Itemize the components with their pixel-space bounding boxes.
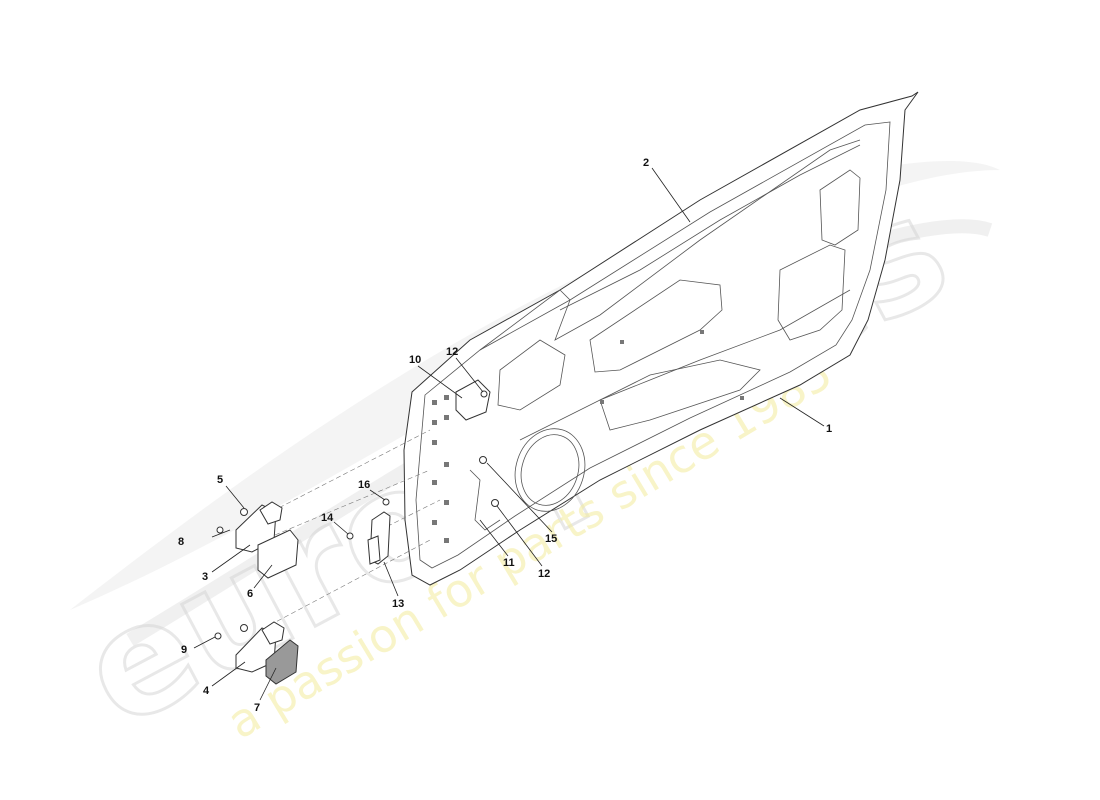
callout-15: 15 [545, 533, 557, 545]
callout-5: 5 [217, 474, 223, 486]
bolt-8 [216, 526, 224, 534]
callout-6: 6 [247, 588, 253, 600]
bolt-15 [479, 456, 487, 464]
window-frame [479, 139, 861, 351]
leader-lines [193, 167, 825, 701]
callout-3: 3 [202, 571, 208, 583]
callout-9: 9 [181, 644, 187, 656]
speaker-opening [514, 428, 586, 512]
callout-13: 13 [392, 598, 404, 610]
callout-4: 4 [203, 685, 210, 697]
callout-1: 1 [826, 423, 832, 435]
upper-hinge-plate [257, 529, 299, 579]
rear-cutout [777, 244, 846, 341]
trim-groove [559, 144, 861, 311]
bolt-9 [214, 632, 222, 640]
nut-12-lower [491, 499, 499, 507]
callout-14: 14 [321, 512, 334, 524]
callout-7: 7 [254, 702, 260, 714]
callout-10: 10 [409, 354, 421, 366]
callout-8: 8 [178, 536, 184, 548]
lower-hinge-flange [261, 621, 285, 645]
lower-cutout [599, 359, 761, 431]
speaker-opening-inner [520, 434, 580, 506]
lower-hinge-shim [265, 639, 299, 685]
door-shell [403, 91, 919, 586]
mid-cutout [589, 279, 723, 373]
watermark-swoosh [70, 161, 1000, 610]
upper-cutout [497, 339, 566, 411]
trim-groove-2 [519, 289, 851, 441]
lower-hinge [214, 621, 299, 685]
hinge-face-holes [432, 330, 744, 543]
lower-hinge-pin [240, 624, 248, 632]
callout-labels: 1 2 3 4 5 6 7 8 9 10 11 12 12 13 14 15 1… [178, 157, 832, 714]
callout-16: 16 [358, 479, 370, 491]
door-outer-panel [403, 91, 919, 586]
callout-2: 2 [643, 157, 649, 169]
check-bracket [346, 498, 391, 565]
callout-12-lower: 12 [538, 568, 550, 580]
upper-hinge [211, 501, 299, 579]
bolt-14 [346, 532, 354, 540]
check-strap [469, 469, 501, 531]
upper-hinge-flange [259, 501, 283, 525]
check-bracket-foot [367, 535, 381, 565]
door-inner-rim [415, 121, 891, 569]
callout-12-upper: 12 [446, 346, 458, 358]
nut-12-upper [480, 390, 488, 398]
callout-11: 11 [503, 557, 515, 569]
handle-recess [819, 169, 861, 246]
upper-hinge-pin [240, 508, 248, 516]
nut-16 [382, 498, 390, 506]
